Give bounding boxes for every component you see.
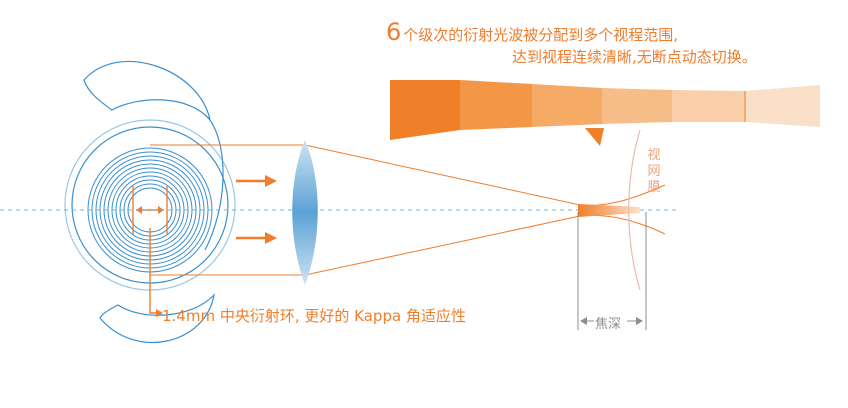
focal-depth-label: 焦深: [595, 317, 622, 332]
retina-label: 视网膜: [647, 148, 661, 195]
headline-line-2: 达到视程连续清晰,无断点动态切换。: [512, 48, 757, 66]
direction-arrows: [236, 175, 277, 244]
lens: [292, 140, 318, 285]
vision-range-band: [390, 80, 820, 146]
central-ring-caption: 1.4mm 中央衍射环, 更好的 Kappa 角适应性: [162, 307, 466, 325]
headline-count: 6: [386, 18, 402, 46]
focal-cone: [578, 204, 640, 217]
focal-depth-bracket: [577, 212, 647, 330]
central-ring-marker: [132, 186, 168, 317]
headline-line-1-text: 个级次的衍射光波被分配到多个视程范围,: [403, 26, 679, 44]
light-rays: [150, 144, 666, 276]
retina-arc: [628, 129, 641, 291]
